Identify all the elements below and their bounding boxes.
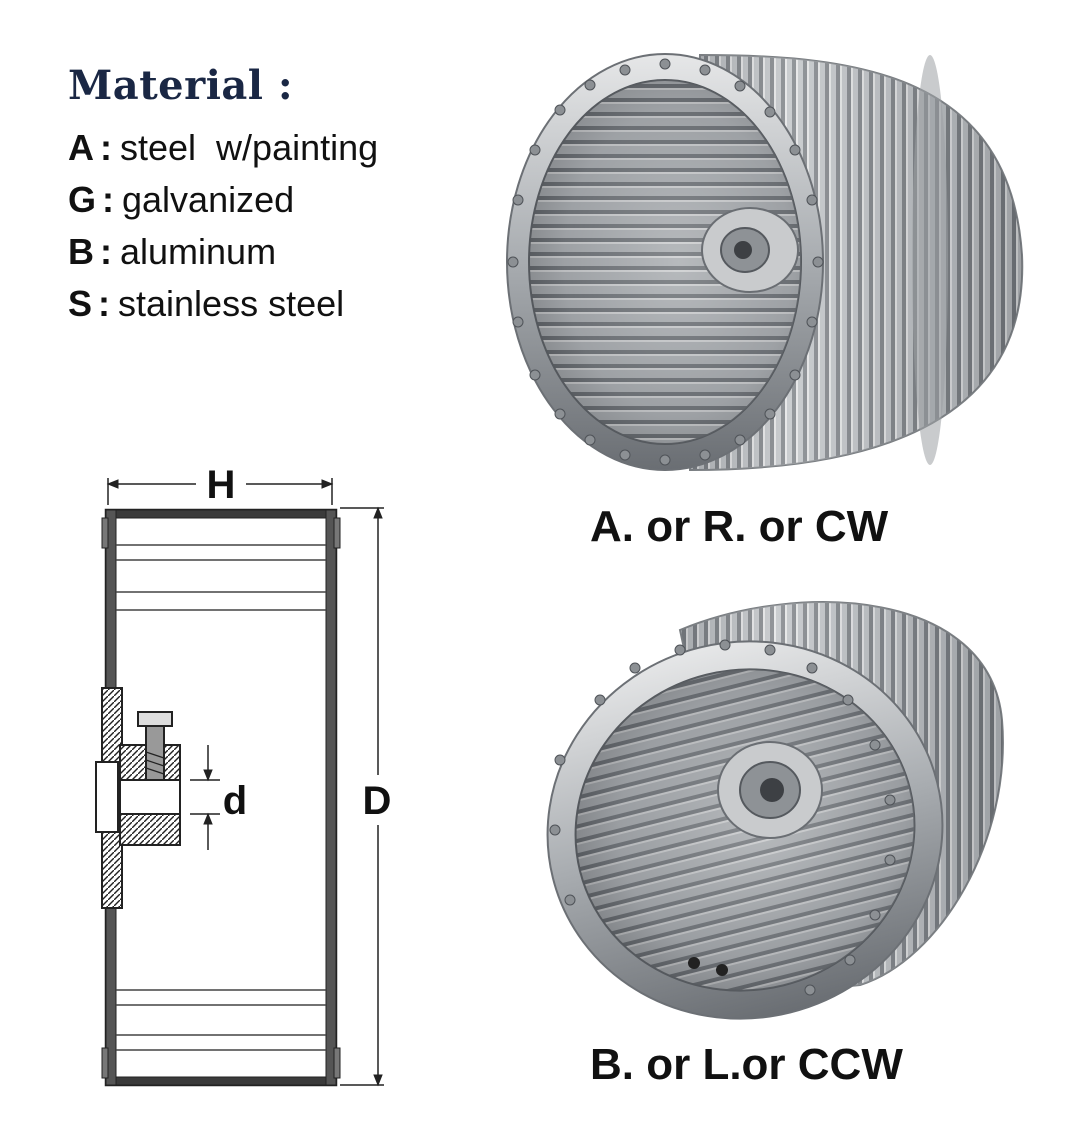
material-separator: : bbox=[98, 283, 111, 324]
material-code: G bbox=[68, 179, 97, 220]
material-item-s: S:stainless steel bbox=[68, 282, 378, 334]
material-code: A bbox=[68, 127, 94, 168]
material-name: steel w/painting bbox=[120, 127, 379, 168]
material-separator: : bbox=[102, 179, 115, 220]
material-item-b: B:aluminum bbox=[68, 230, 378, 282]
material-name: galvanized bbox=[122, 179, 295, 220]
caption-ccw: B. or L.or CCW bbox=[590, 1040, 903, 1089]
wheel-dimension-drawing bbox=[95, 478, 384, 1087]
material-code: S bbox=[68, 283, 93, 324]
wheel-ccw-image bbox=[546, 601, 1004, 1020]
material-title: Material : bbox=[68, 62, 294, 109]
material-name: aluminum bbox=[120, 231, 277, 272]
material-list: A:steel w/painting G:galvanized B:alumin… bbox=[68, 126, 378, 334]
wheel-cw-image bbox=[506, 53, 1024, 472]
material-separator: : bbox=[100, 231, 112, 272]
material-separator: : bbox=[100, 127, 112, 168]
height-dimension-label: H bbox=[207, 463, 236, 507]
material-code: B bbox=[68, 231, 94, 272]
material-name: stainless steel bbox=[118, 283, 345, 324]
material-item-g: G:galvanized bbox=[68, 178, 378, 230]
bore-dimension-label: d bbox=[223, 779, 247, 823]
caption-cw: A. or R. or CW bbox=[590, 502, 889, 551]
material-item-a: A:steel w/painting bbox=[68, 126, 378, 178]
diameter-dimension-label: D bbox=[363, 779, 392, 823]
